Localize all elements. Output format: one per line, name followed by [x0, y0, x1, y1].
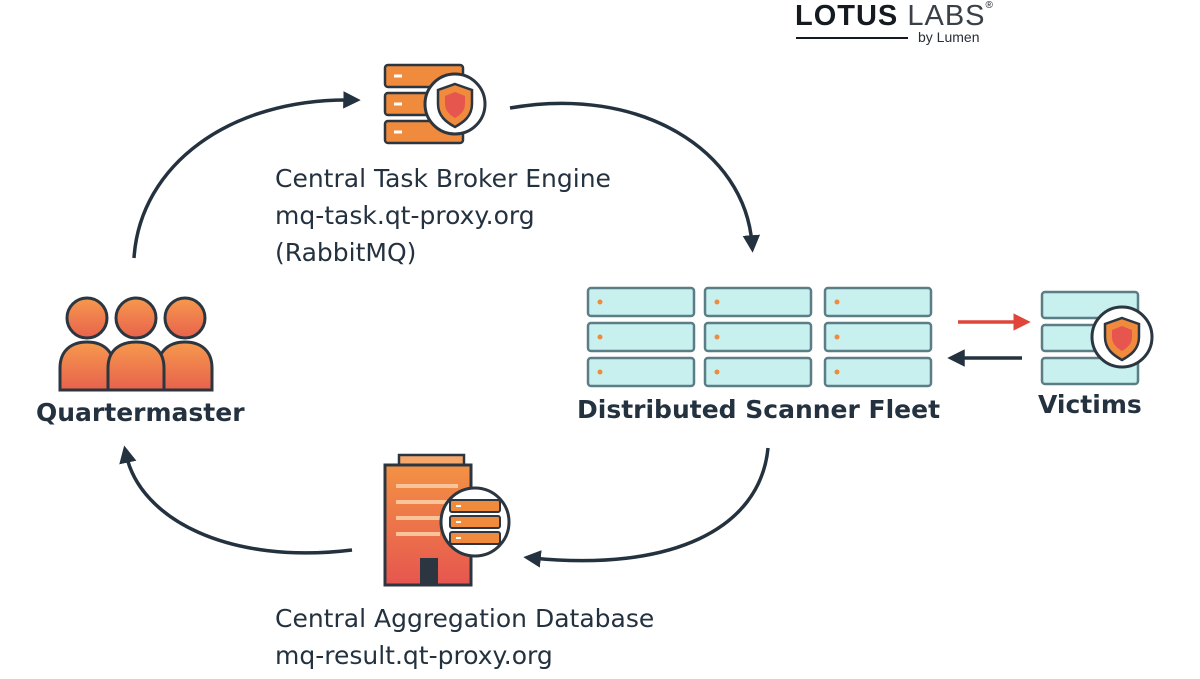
database-title: Central Aggregation Database — [275, 604, 655, 633]
victims-label: Victims — [1038, 390, 1142, 419]
brand-logo: LOTUS LABS® by Lumen — [790, 0, 1010, 50]
arrow-database-to-quartermaster — [119, 445, 353, 555]
server-shield-icon — [1040, 290, 1154, 386]
logo-tagline: by Lumen — [918, 29, 980, 45]
logo-brand-bold: LOTUS — [795, 0, 899, 32]
broker-label: Central Task Broker Engine mq-task.qt-pr… — [275, 160, 611, 271]
users-group-icon — [58, 296, 214, 392]
arrow-broker-to-scanner — [509, 101, 761, 253]
logo-rule — [796, 37, 908, 39]
broker-title: Central Task Broker Engine — [275, 164, 611, 193]
database-host: mq-result.qt-proxy.org — [275, 641, 553, 670]
logo-wordmark: LOTUS LABS® — [795, 0, 994, 32]
quartermaster-label: Quartermaster — [36, 398, 245, 427]
logo-brand-light: LABS — [907, 0, 986, 32]
building-database-icon — [383, 453, 511, 587]
arrow-quartermaster-to-broker — [132, 91, 361, 259]
scanner-label: Distributed Scanner Fleet — [577, 395, 941, 424]
broker-tech: (RabbitMQ) — [275, 238, 417, 267]
server-grid-icon — [586, 286, 933, 388]
arrow-scanner-to-database — [523, 447, 770, 568]
database-label: Central Aggregation Database mq-result.q… — [275, 600, 654, 674]
server-shield-icon — [383, 63, 487, 145]
broker-host: mq-task.qt-proxy.org — [275, 201, 535, 230]
